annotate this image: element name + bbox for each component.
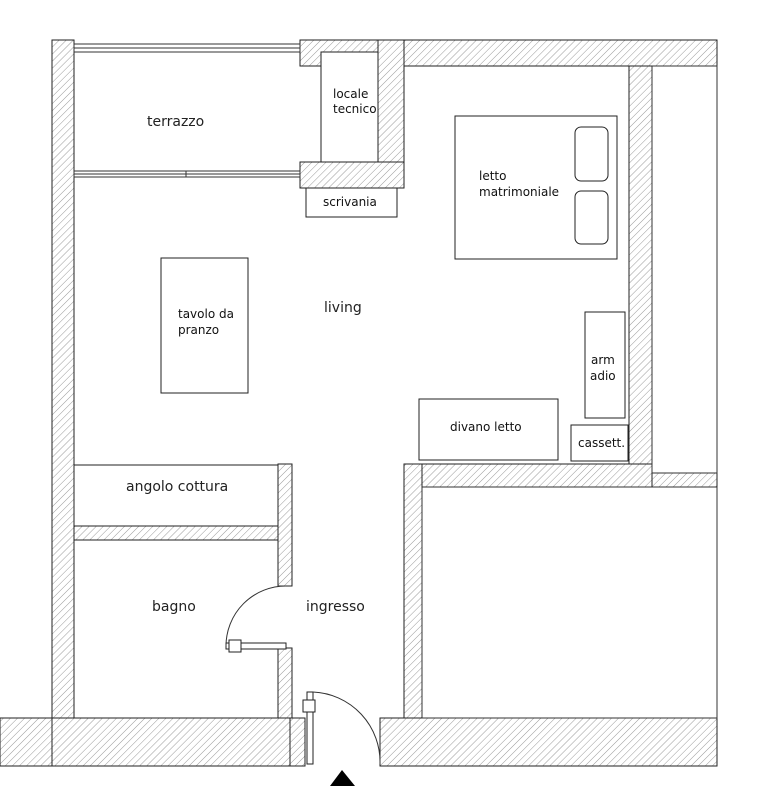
label-cassettiera: cassett. [578,436,625,450]
entry-door-handle [302,699,316,713]
tavolo-da-pranzo [160,257,249,394]
wall-bath-right-upper [277,463,293,587]
wall-tech-bottom [299,161,405,189]
entry-door-swing [312,691,381,765]
wall-kitchen-bath [73,525,279,541]
wall-middle [403,463,653,488]
label-scrivania: scrivania [323,195,377,209]
entry-door-leaf [306,691,314,765]
neighbor-top-outline [651,65,718,474]
locale-tecnico [320,51,379,163]
wall-bedroom-right [628,65,653,488]
label-ingresso: ingresso [306,599,365,615]
doors [225,585,381,765]
bath-door-handle [228,639,242,653]
wall-neighbor-top [651,472,718,488]
terrace-glazing [73,43,301,178]
wall-bottom-right [379,717,718,767]
furniture [73,51,629,527]
bath-door-swing [225,585,287,647]
entrance-arrow-icon [330,770,355,786]
label-locale-tecnico: locale tecnico [333,87,377,116]
neighbor-bottom-outline [421,486,718,719]
armadio [584,311,626,419]
wall-inner-vertical [403,463,423,719]
label-tavolo: tavolo da pranzo [178,307,238,337]
pillow-icon [574,190,609,245]
wall-entry-jamb-left [289,717,306,767]
label-letto: letto matrimoniale [479,169,559,199]
walls [0,39,718,767]
label-living: living [324,300,362,316]
divano-letto [418,398,559,461]
wall-left-outer [51,39,75,719]
pillow-icon [574,126,609,182]
labels: terrazzo locale tecnico scrivania letto … [126,87,625,615]
label-bagno: bagno [152,599,196,615]
cassettiera [570,424,629,462]
label-divano: divano letto [450,420,522,434]
angolo-cottura [73,464,279,527]
wall-bottom-far-left [0,717,53,767]
wall-bath-right-lower [277,647,293,719]
label-angolo-cottura: angolo cottura [126,479,228,495]
scrivania [305,187,398,218]
label-armadio: arm adio [590,353,619,383]
label-terrazzo: terrazzo [147,114,204,130]
